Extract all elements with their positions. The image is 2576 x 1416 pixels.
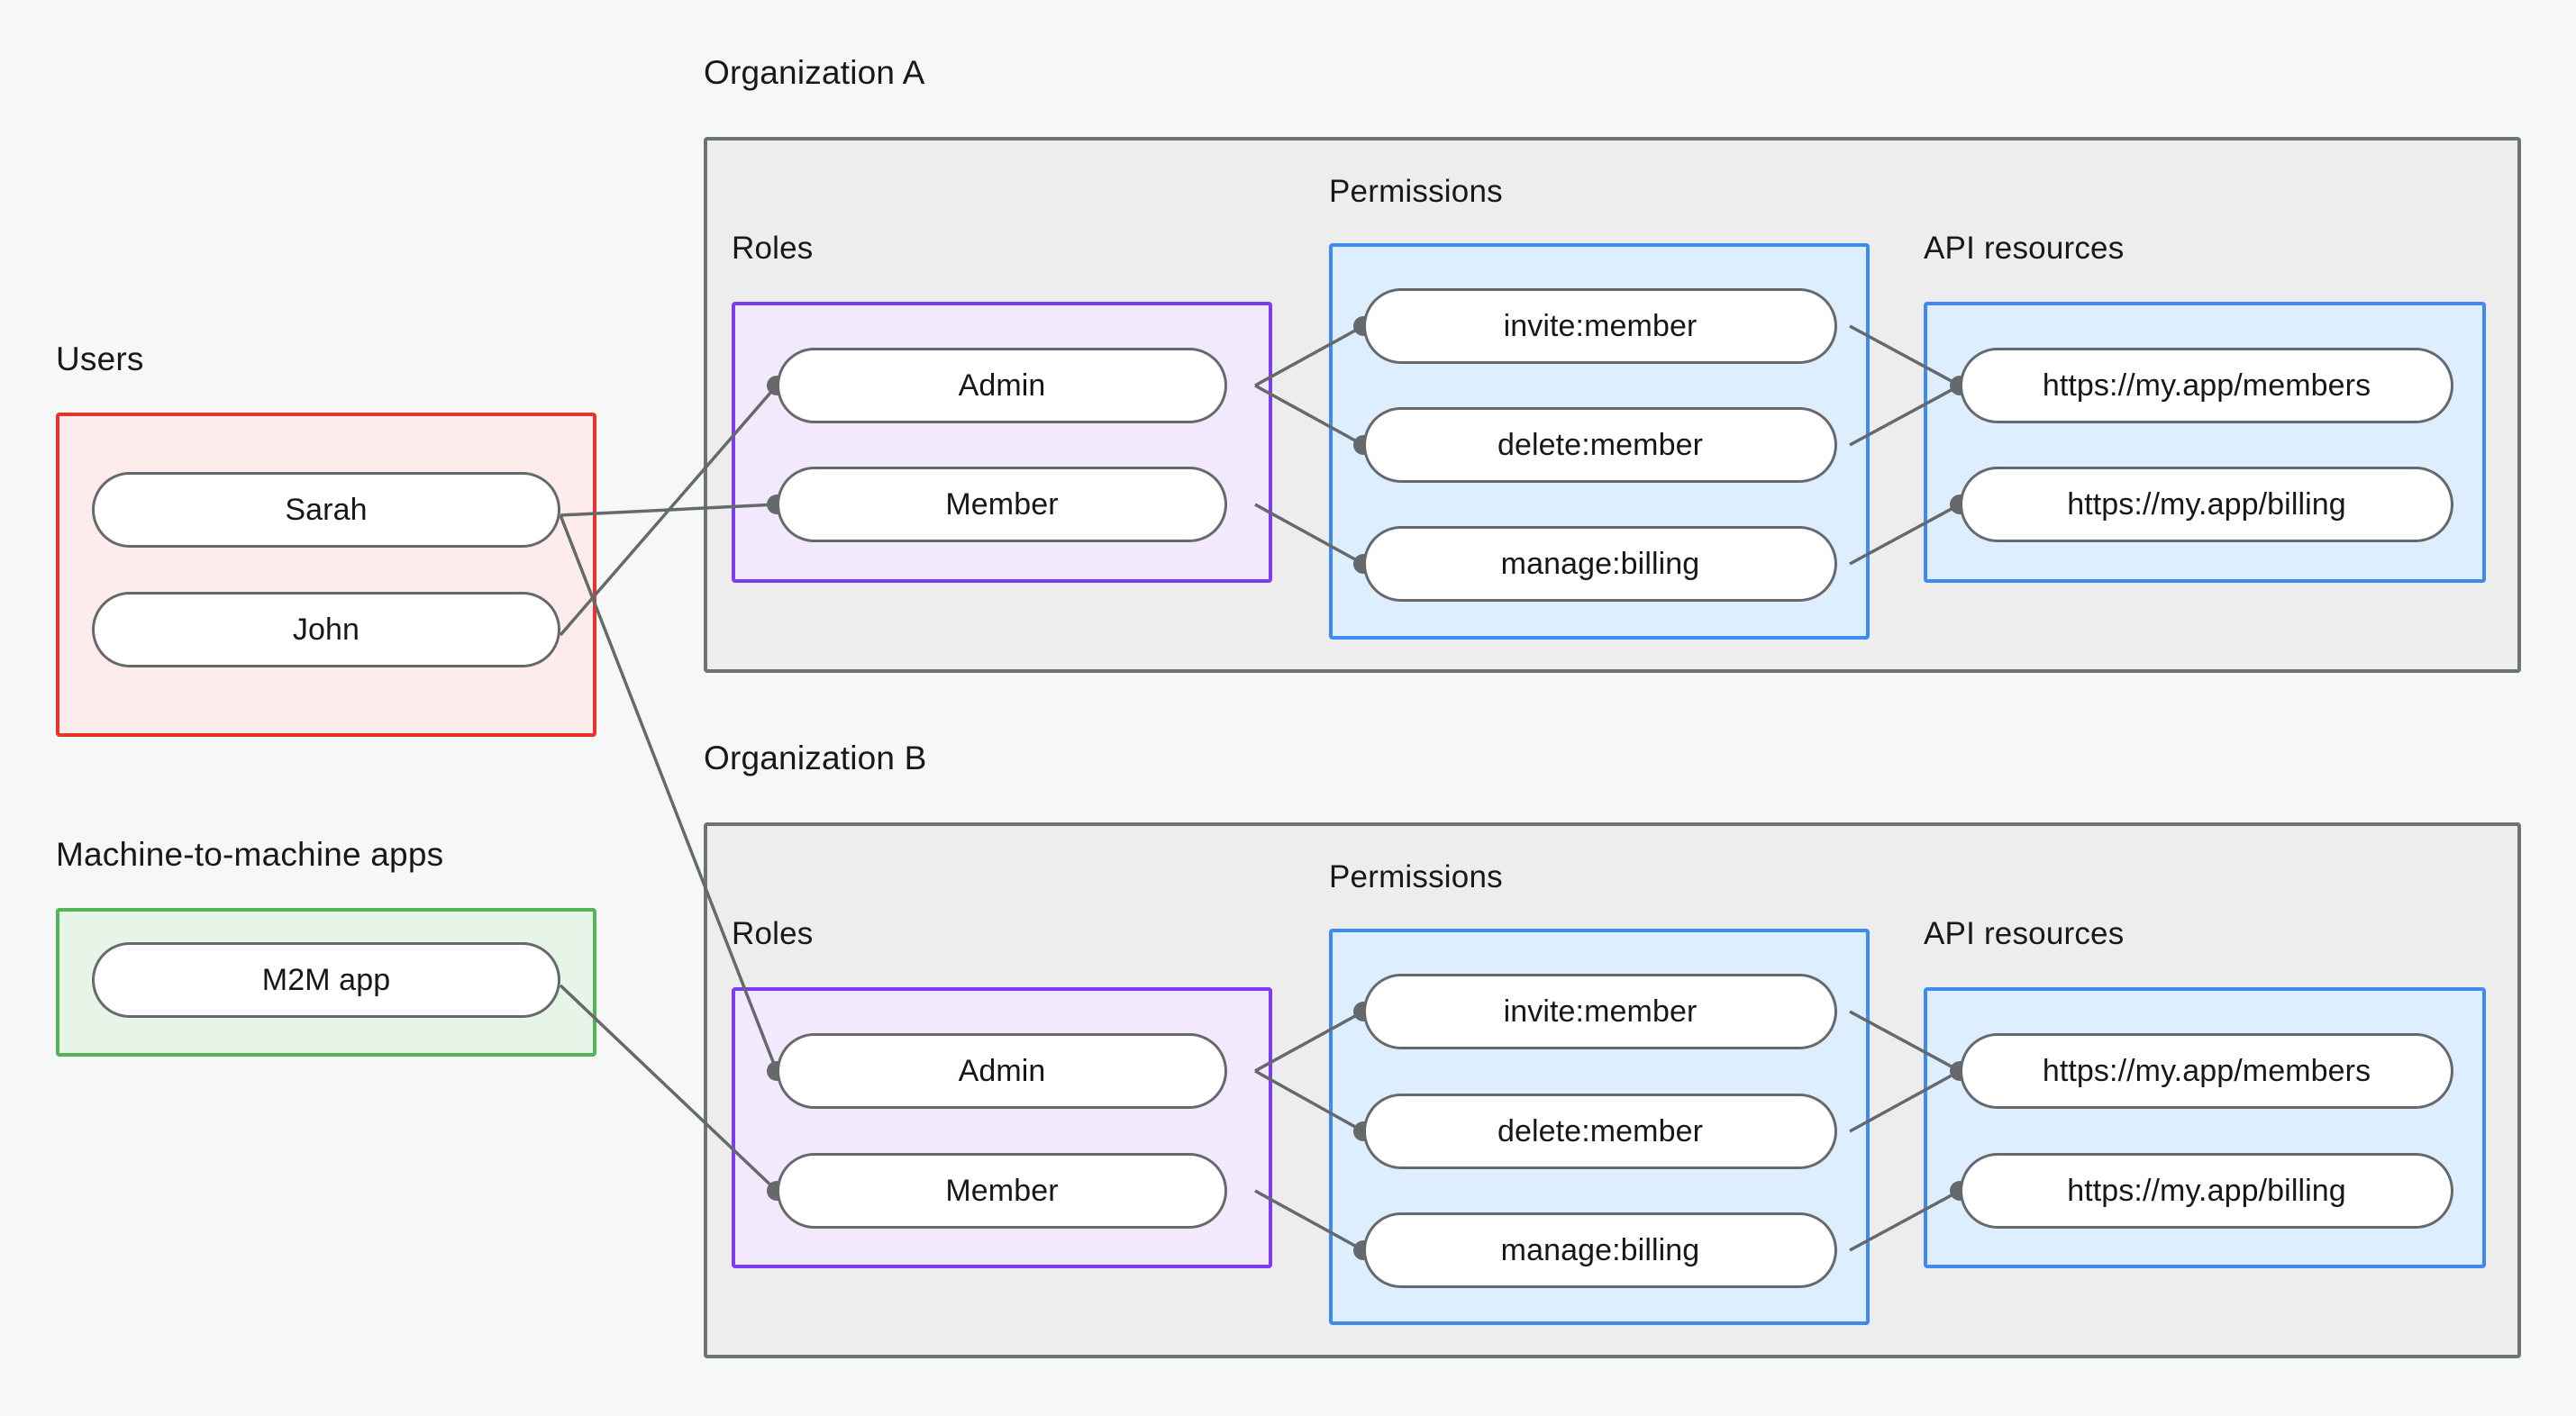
user-pill-john[interactable]: John	[92, 592, 560, 667]
orgB-api-pill-members[interactable]: https://my.app/members	[1960, 1033, 2453, 1109]
orgB-permissions-label: Permissions	[1329, 859, 1503, 894]
orgA-role-pill-member[interactable]: Member	[777, 467, 1227, 542]
users-group-label: Users	[56, 340, 144, 377]
users-group-box	[56, 413, 596, 737]
orgA-role-pill-admin[interactable]: Admin	[777, 348, 1227, 423]
orgB-permission-pill-manage-billing[interactable]: manage:billing	[1363, 1212, 1837, 1288]
m2m-group-label: Machine-to-machine apps	[56, 836, 444, 873]
orgA-permission-pill-invite-member[interactable]: invite:member	[1363, 288, 1837, 364]
orgB-api-pill-billing[interactable]: https://my.app/billing	[1960, 1153, 2453, 1229]
orgA-api-pill-members[interactable]: https://my.app/members	[1960, 348, 2453, 423]
orgA-permission-pill-delete-member[interactable]: delete:member	[1363, 407, 1837, 483]
orgB-roles-label: Roles	[732, 916, 814, 951]
user-pill-sarah[interactable]: Sarah	[92, 472, 560, 548]
orgB-permission-pill-invite-member[interactable]: invite:member	[1363, 974, 1837, 1049]
orgA-api-resources-label: API resources	[1924, 231, 2125, 266]
organization-b-label: Organization B	[704, 740, 927, 776]
orgB-api-resources-label: API resources	[1924, 916, 2125, 951]
orgB-role-pill-admin[interactable]: Admin	[777, 1033, 1227, 1109]
orgA-permission-pill-manage-billing[interactable]: manage:billing	[1363, 526, 1837, 602]
orgA-roles-label: Roles	[732, 231, 814, 266]
orgA-api-pill-billing[interactable]: https://my.app/billing	[1960, 467, 2453, 542]
organization-a-label: Organization A	[704, 54, 925, 91]
m2m-pill-app[interactable]: M2M app	[92, 942, 560, 1018]
orgB-permission-pill-delete-member[interactable]: delete:member	[1363, 1094, 1837, 1169]
orgB-role-pill-member[interactable]: Member	[777, 1153, 1227, 1229]
orgA-permissions-label: Permissions	[1329, 174, 1503, 209]
